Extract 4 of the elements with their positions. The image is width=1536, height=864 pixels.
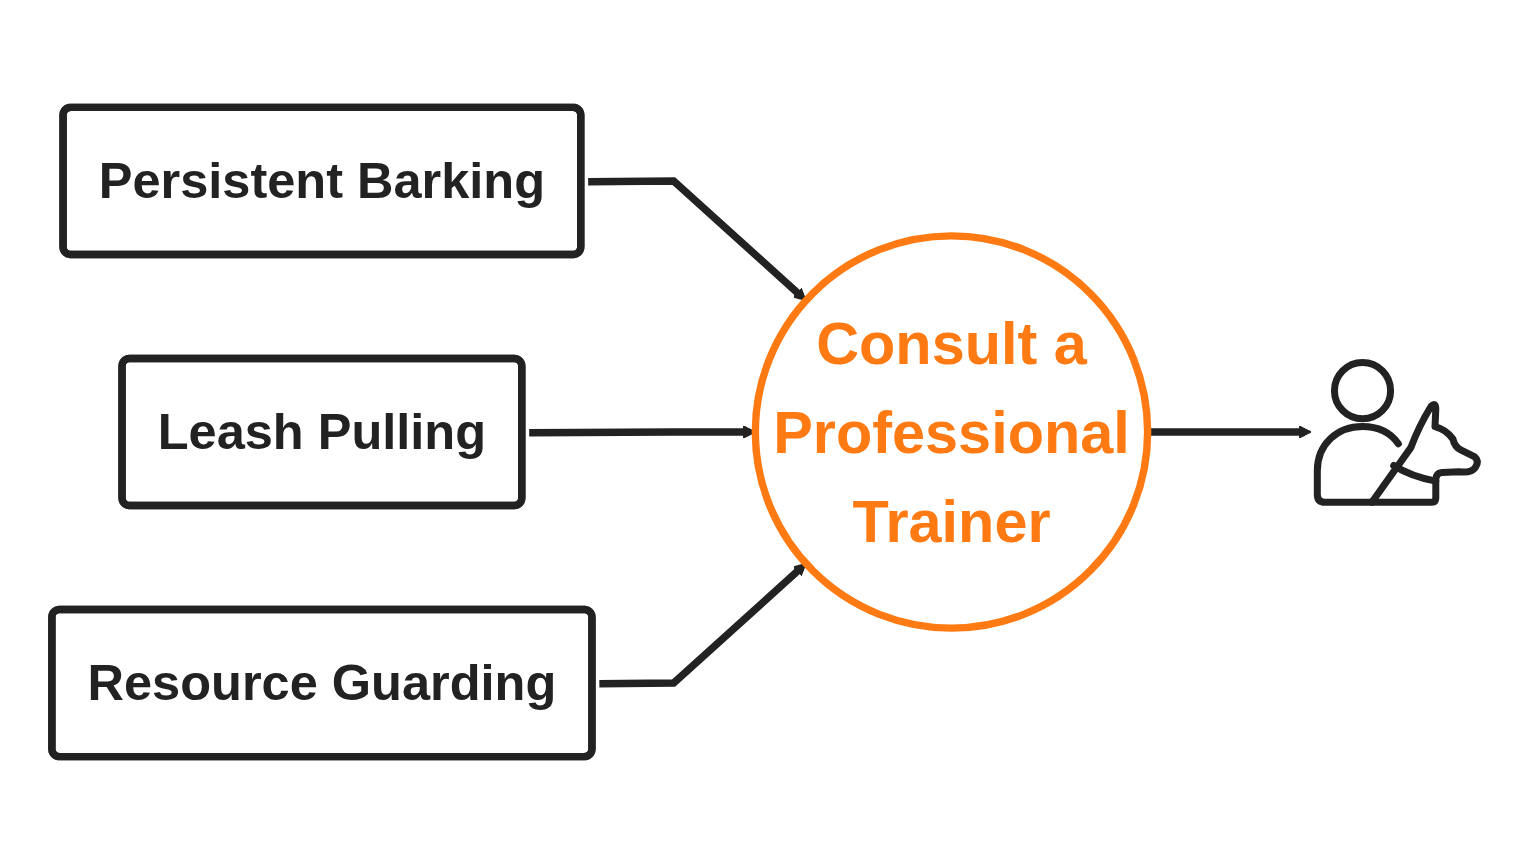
process-box: Resource Guarding xyxy=(48,605,596,761)
step-circle: Consult a Professional Trainer xyxy=(751,232,1152,632)
process-box: Leash Pulling xyxy=(118,354,526,510)
process-box: Persistent Barking xyxy=(59,103,585,259)
